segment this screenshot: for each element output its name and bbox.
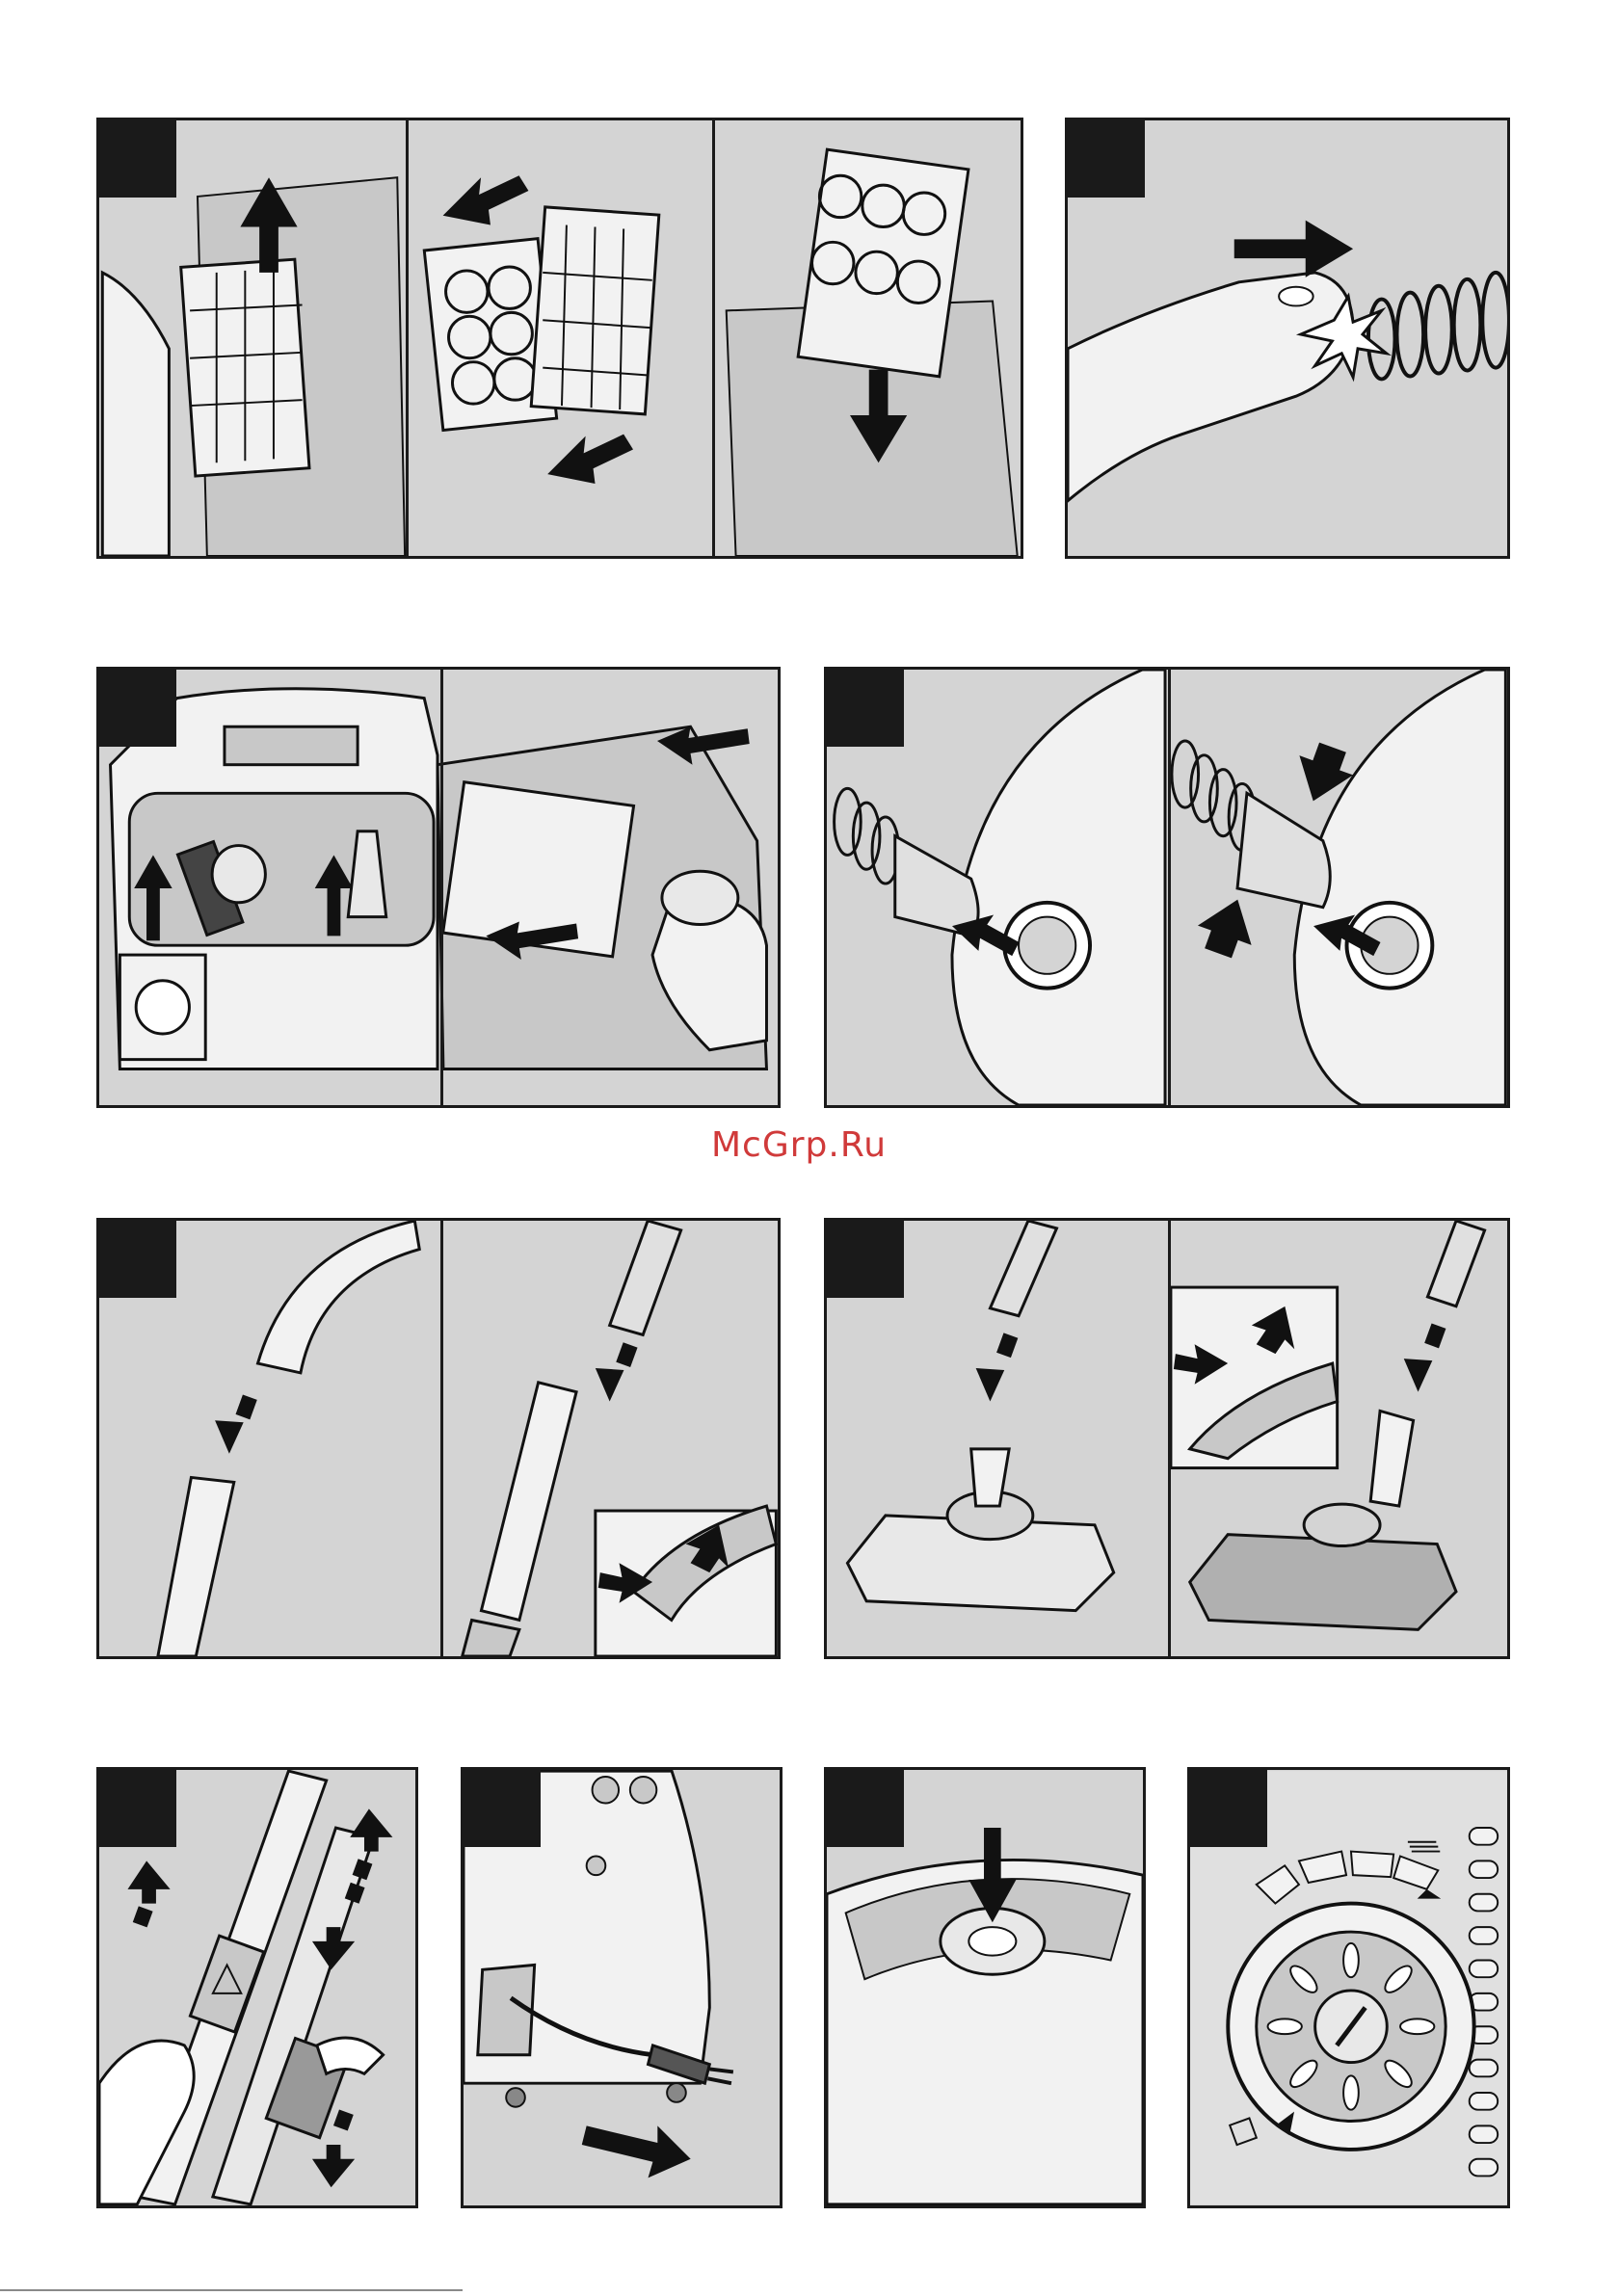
- figure-number-tab: [99, 1221, 176, 1298]
- figure-power-button: [824, 1767, 1146, 2208]
- figure-hose-release: [1065, 118, 1510, 559]
- left-arrow-icon: [443, 175, 529, 224]
- figure-power-cord: [461, 1767, 782, 2208]
- right-arrow-icon: [582, 2125, 691, 2177]
- figure-number-tab: [827, 1770, 904, 1847]
- hose-icon: [1368, 273, 1507, 380]
- figure-number-tab: [464, 1770, 541, 1847]
- right-arrow-icon: [1234, 221, 1353, 277]
- figure-number-tab: [1190, 1770, 1267, 1847]
- figure-number-tab: [827, 670, 904, 747]
- hose-attach-illustration: [827, 670, 1507, 1105]
- figure-number-tab: [99, 670, 176, 747]
- watermark: McGrp.Ru: [711, 1125, 887, 1165]
- floor-nozzle-illustration: [827, 1221, 1507, 1656]
- tube-icon: [158, 1477, 234, 1656]
- figure-tube-connection: [96, 1218, 781, 1659]
- figure-filter-replacement: [96, 118, 1023, 559]
- dial-icon: [1228, 1904, 1473, 2150]
- tube-connection-illustration: [99, 1221, 778, 1656]
- figure-number-tab: [99, 1770, 176, 1847]
- right-arrow-icon: [547, 435, 633, 484]
- filter-replacement-illustration: [99, 120, 1021, 556]
- hose-icon: [835, 788, 899, 884]
- figure-hose-attach: [824, 667, 1510, 1108]
- figure-telescopic-tube: [96, 1767, 418, 2208]
- figure-number-tab: [827, 1221, 904, 1298]
- figure-accessory-storage: [96, 667, 781, 1108]
- dashed-arrow-icon: [215, 1395, 257, 1454]
- figure-number-tab: [1068, 120, 1145, 198]
- figure-number-tab: [99, 120, 176, 198]
- figure-power-dial: [1187, 1767, 1510, 2208]
- figure-floor-nozzle-attach: [824, 1218, 1510, 1659]
- page-footer-rule: [0, 2289, 463, 2291]
- accessory-storage-illustration: [99, 670, 778, 1105]
- floor-nozzle-icon: [847, 1449, 1113, 1611]
